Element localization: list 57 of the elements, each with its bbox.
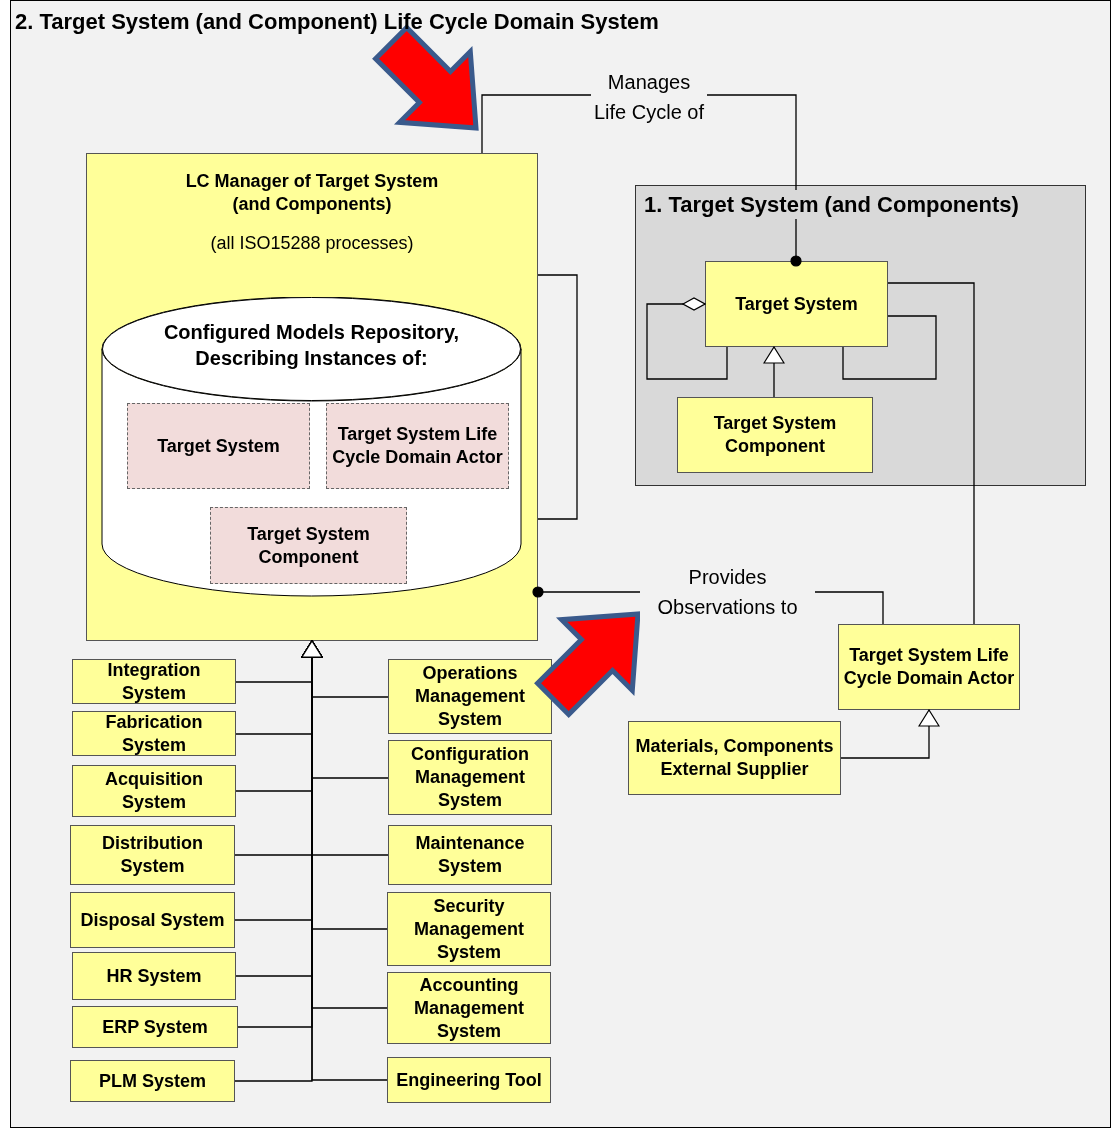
node-label: Accounting Management System [413, 973, 525, 1043]
node-label: Configuration Management System [410, 743, 530, 812]
node-label: HR System [106, 964, 202, 988]
class-box [72, 1006, 238, 1048]
class-box [387, 1057, 551, 1103]
node-label: Operations Management System [414, 662, 526, 731]
generalization-arrow [840, 709, 940, 759]
frame [10, 0, 1111, 1128]
connector-line [887, 282, 975, 625]
class-box [838, 624, 1020, 710]
class-box [388, 659, 552, 734]
class-box [388, 740, 552, 815]
node-label: PLM System [98, 1069, 206, 1093]
class-box [70, 892, 235, 948]
class-box [72, 765, 236, 817]
class-box [70, 1060, 235, 1102]
frame-title: 2. Target System (and Component) Life Cycle Domain System [15, 8, 659, 36]
node-label: Materials, Components External Supplier [634, 735, 835, 781]
class-box [387, 892, 551, 966]
note-text: (all ISO15288 processes) [210, 232, 414, 255]
node-label: Distribution System [101, 832, 204, 878]
node-label: Target System Life Cycle Domain Actor [842, 644, 1016, 690]
node-label: Target System Component [712, 412, 838, 458]
class-box [387, 972, 551, 1044]
node-label: Disposal System [80, 908, 225, 932]
generalization-arrow [763, 346, 785, 398]
connector-line [842, 315, 937, 380]
class-box [705, 261, 888, 347]
node-label: Configured Models Repository, Describing Instances of: [162, 320, 461, 371]
instance-box [326, 403, 509, 489]
node-label: Maintenance System [414, 832, 526, 878]
node-label: Target System Component [246, 522, 371, 569]
class-box [70, 825, 235, 885]
node-label: LC Manager of Target System (and Components) [184, 170, 440, 216]
node-label: ERP System [102, 1015, 208, 1039]
class-box [628, 721, 841, 795]
node-label: Target System Life Cycle Domain Actor [331, 423, 504, 469]
repository-cylinder [101, 297, 522, 597]
instance-box [127, 403, 310, 489]
class-box [72, 952, 236, 1000]
node-label: Security Management System [413, 894, 525, 964]
connector-line [537, 274, 578, 520]
instance-box [210, 507, 407, 584]
class-box [72, 659, 236, 704]
package-box [635, 185, 1086, 486]
class-box [86, 153, 538, 641]
node-label: Target System [735, 292, 858, 316]
node-label: Target System [157, 434, 280, 458]
class-box [677, 397, 873, 473]
frame-title: 1. Target System (and Components) [644, 190, 1019, 219]
node-label: Fabrication System [104, 710, 204, 757]
connector-line [646, 297, 728, 380]
node-label: Integration System [106, 658, 202, 705]
class-box [388, 825, 552, 885]
node-label: Acquisition System [104, 768, 204, 814]
node-label: Engineering Tool [396, 1068, 542, 1092]
class-box [72, 711, 236, 756]
